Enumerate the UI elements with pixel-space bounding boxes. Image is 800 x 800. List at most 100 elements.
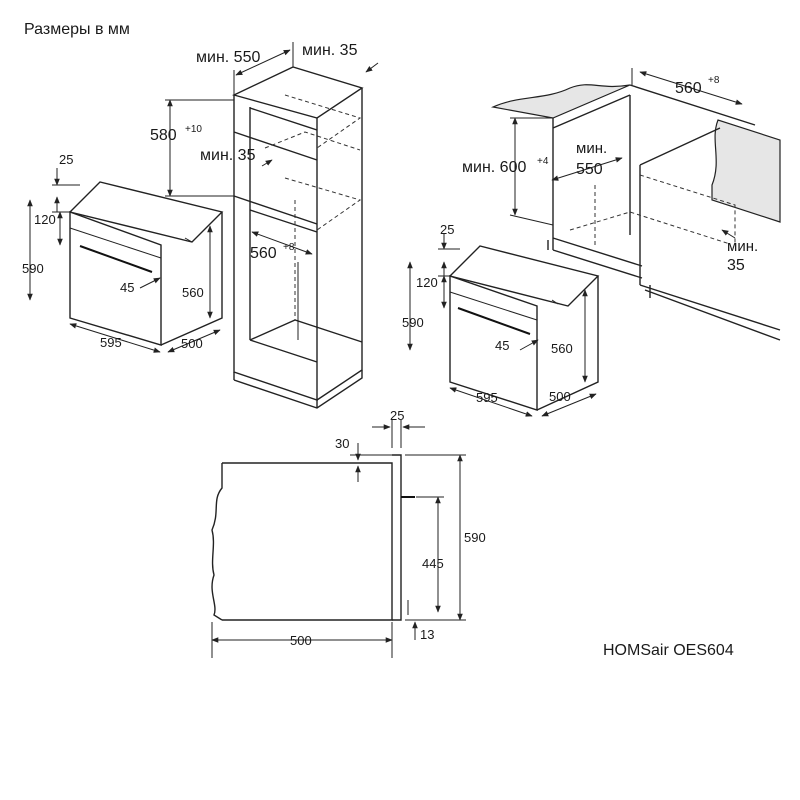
- label-left-25: 25: [59, 152, 73, 167]
- oven-right: 25 120 590 560 45 595 500: [402, 222, 600, 417]
- niche-dashed-top: [639, 174, 736, 245]
- label-side-590: 590: [464, 530, 486, 545]
- dim-side-500-ext: [211, 622, 393, 658]
- dim-side-30-ext: [350, 454, 392, 464]
- dim-cabinet-550: [235, 49, 291, 76]
- worktop-left: [490, 84, 631, 119]
- dim-niche-35: [721, 229, 736, 239]
- dim-cabinet-35-arrow: [365, 62, 379, 73]
- oven-right-handle: [457, 307, 531, 335]
- dim-cabinet-560: [251, 231, 313, 255]
- label-left-590: 590: [22, 261, 44, 276]
- label-side-30: 30: [335, 436, 349, 451]
- side-break-line: [211, 463, 223, 621]
- label-left-120: 120: [34, 212, 56, 227]
- niche-dashed-floor: [569, 211, 731, 245]
- label-side-500: 500: [290, 633, 312, 648]
- label-side-445: 445: [422, 556, 444, 571]
- oven-left-side-face: [160, 212, 223, 346]
- dim-right-595: [449, 387, 533, 417]
- label-right-120: 120: [416, 275, 438, 290]
- label-niche-min-a: мин.: [576, 140, 607, 157]
- dim-cabinet-550-ext: [233, 42, 294, 95]
- label-left-45: 45: [120, 280, 134, 295]
- label-right-595: 595: [476, 390, 498, 405]
- cabinet-plinth-edges: [233, 372, 318, 408]
- niche-floor-front: [552, 237, 643, 267]
- label-niche-min-b: мин.: [727, 238, 758, 255]
- dim-niche-560: [639, 71, 743, 105]
- label-side-25: 25: [390, 408, 404, 423]
- label-cabinet-580-tol: +10: [185, 124, 202, 135]
- side-body: [222, 462, 393, 621]
- dim-left-500: [167, 329, 221, 353]
- worktop-right: [711, 119, 781, 223]
- cabinet-dashed-2: [264, 131, 361, 151]
- label-cabinet-560-tol: +8: [283, 242, 295, 253]
- label-left-595: 595: [100, 335, 122, 350]
- label-cabinet-560: 560: [250, 245, 277, 262]
- cabinet-dashed-top: [284, 94, 362, 149]
- label-niche-min-600: мин. 600: [462, 159, 526, 176]
- label-cabinet-min-35: мин. 35: [302, 42, 358, 59]
- oven-right-front-face: [449, 275, 538, 411]
- label-left-560: 560: [182, 285, 204, 300]
- oven-right-hinge: [551, 299, 559, 305]
- cabinet-shelf-4: [249, 209, 318, 233]
- label-niche-550: 550: [576, 161, 603, 178]
- side-profile: 25 30 590 445 13 500: [211, 408, 486, 658]
- oven-left-panel-line: [69, 227, 162, 259]
- niche-plinth: [547, 240, 781, 341]
- label-right-500: 500: [549, 389, 571, 404]
- label-cabinet-inner-min-35: мин. 35: [200, 147, 256, 164]
- oven-left: 25 120 590 560 45 595 500: [22, 152, 224, 353]
- oven-left-front-face: [69, 211, 162, 346]
- oven-left-handle: [79, 245, 153, 273]
- cabinet-shelf-3: [233, 195, 318, 225]
- label-niche-560: 560: [675, 80, 702, 97]
- model-name: HOMSair OES604: [603, 642, 734, 659]
- cabinet-plinth: [233, 370, 363, 409]
- label-niche-600-tol: +4: [537, 156, 549, 167]
- label-right-25: 25: [440, 222, 454, 237]
- dim-side-590-ext: [405, 454, 466, 621]
- oven-right-top-face: [448, 245, 600, 307]
- label-niche-35: 35: [727, 257, 745, 274]
- label-right-590: 590: [402, 315, 424, 330]
- cabinet-top-face: [232, 66, 364, 119]
- cabinet-front-edges: [233, 95, 318, 401]
- niche-left-side: [552, 128, 643, 279]
- cabinet-bottom-back: [249, 319, 363, 343]
- cabinet-shelf-2: [233, 131, 318, 161]
- oven-left-top-face: [68, 181, 224, 243]
- dim-cabinet-580-ext: [165, 99, 234, 197]
- oven-left-hinge: [184, 237, 193, 243]
- cabinet-bottom-inner: [249, 339, 318, 363]
- dim-right-25-ext: [438, 248, 460, 277]
- cabinet-dashed-3: [284, 177, 362, 231]
- diagram-title: Размеры в мм: [24, 21, 130, 38]
- label-right-45: 45: [495, 338, 509, 353]
- niche-right-panel: [639, 127, 721, 285]
- dim-left-45: [139, 277, 161, 289]
- niche-floor-edge: [639, 284, 781, 331]
- label-right-560: 560: [551, 341, 573, 356]
- side-door: [392, 454, 402, 621]
- label-niche-560-tol: +8: [708, 75, 720, 86]
- dim-right-500: [541, 393, 597, 417]
- dim-side-25-ext: [391, 420, 402, 448]
- cabinet-side-edges: [316, 88, 363, 401]
- tall-cabinet: мин. 550 мин. 35 580 +10 мин. 35 560 +8: [150, 42, 379, 409]
- dim-right-45: [519, 339, 539, 351]
- dim-left-595: [69, 323, 161, 353]
- oven-right-panel-line: [449, 291, 538, 321]
- label-cabinet-min-550: мин. 550: [196, 49, 260, 66]
- dim-cabinet-inner-35: [261, 159, 273, 167]
- label-left-500: 500: [181, 336, 203, 351]
- label-side-13: 13: [420, 627, 434, 642]
- undercounter-niche: 560 +8 мин. 600 +4 мин. 550 мин. 35: [462, 68, 781, 341]
- cabinet-shelf-1: [249, 107, 318, 131]
- dim-niche-600-ext: [509, 117, 554, 226]
- dim-niche-550: [551, 157, 623, 181]
